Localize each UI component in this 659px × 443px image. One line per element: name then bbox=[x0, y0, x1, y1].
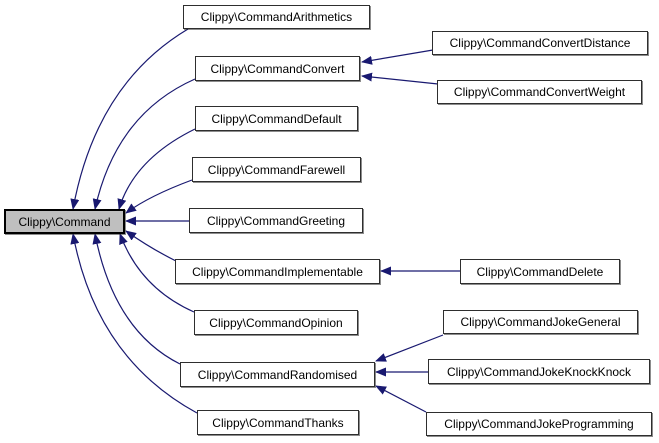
node-clippy-command: Clippy\Command bbox=[4, 209, 125, 234]
node-clippy-command-joke-general[interactable]: Clippy\CommandJokeGeneral bbox=[443, 310, 638, 334]
node-clippy-command-delete[interactable]: Clippy\CommandDelete bbox=[460, 259, 620, 284]
edge-command-joke-programming-to-command-randomised bbox=[375, 385, 427, 413]
node-clippy-command-joke-programming[interactable]: Clippy\CommandJokeProgramming bbox=[426, 412, 652, 436]
node-clippy-command-opinion[interactable]: Clippy\CommandOpinion bbox=[194, 310, 358, 335]
node-clippy-command-convert[interactable]: Clippy\CommandConvert bbox=[195, 56, 360, 81]
edge-command-arithmetics-to-command bbox=[70, 28, 189, 210]
node-clippy-command-randomised[interactable]: Clippy\CommandRandomised bbox=[180, 362, 375, 387]
node-clippy-command-convert-distance[interactable]: Clippy\CommandConvertDistance bbox=[432, 31, 648, 55]
edge-command-convert-to-command bbox=[92, 78, 196, 210]
node-clippy-command-farewell[interactable]: Clippy\CommandFarewell bbox=[192, 157, 361, 182]
node-clippy-command-implementable[interactable]: Clippy\CommandImplementable bbox=[175, 259, 380, 284]
edge-command-randomised-to-command bbox=[92, 233, 181, 365]
node-clippy-command-thanks[interactable]: Clippy\CommandThanks bbox=[197, 410, 359, 435]
edge-command-implementable-to-command bbox=[125, 230, 177, 262]
node-clippy-command-convert-weight[interactable]: Clippy\CommandConvertWeight bbox=[437, 80, 642, 104]
edge-command-joke-general-to-command-randomised bbox=[375, 334, 444, 362]
edge-command-default-to-command bbox=[117, 128, 196, 210]
edge-command-thanks-to-command bbox=[70, 233, 198, 414]
node-clippy-command-arithmetics[interactable]: Clippy\CommandArithmetics bbox=[183, 5, 370, 29]
node-clippy-command-greeting[interactable]: Clippy\CommandGreeting bbox=[189, 208, 363, 233]
edge-command-farewell-to-command bbox=[125, 179, 193, 214]
node-clippy-command-default[interactable]: Clippy\CommandDefault bbox=[195, 106, 358, 131]
edge-command-convert-distance-to-command-convert bbox=[361, 49, 434, 65]
edge-command-convert-weight-to-command-convert bbox=[361, 72, 439, 85]
edge-command-opinion-to-command bbox=[119, 233, 195, 313]
node-clippy-command-joke-knock-knock[interactable]: Clippy\CommandJokeKnockKnock bbox=[428, 359, 650, 384]
